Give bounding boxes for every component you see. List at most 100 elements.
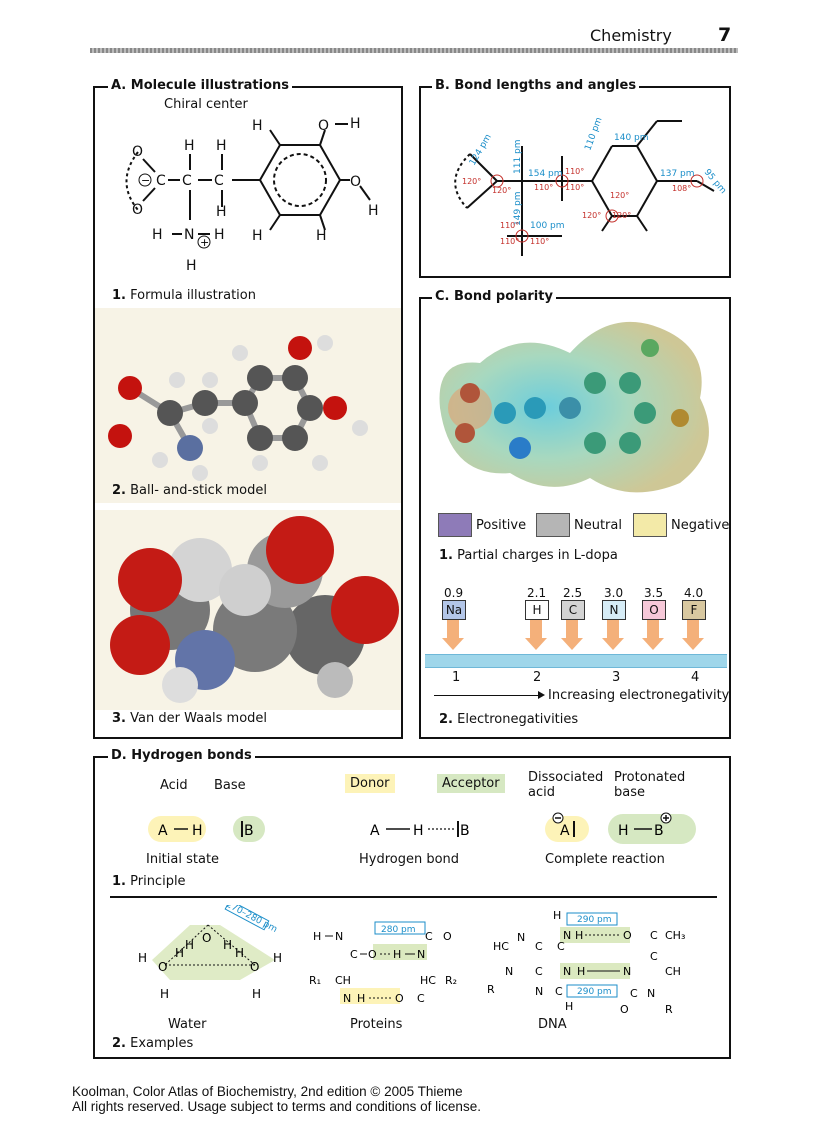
label-complete-reaction: Complete reaction	[545, 852, 665, 867]
panel-d-title: D. Hydrogen bonds	[108, 748, 255, 763]
legend-swatch-positive	[438, 513, 472, 537]
caption-electronegativities: 2. Electronegativities	[439, 712, 579, 727]
en-bar	[425, 654, 727, 668]
svg-text:R₂: R₂	[445, 974, 457, 987]
panel-d-divider	[110, 896, 717, 898]
svg-text:R: R	[487, 983, 495, 996]
en-arrowhead-f	[682, 638, 704, 650]
en-arrowhead-h	[525, 638, 547, 650]
svg-text:149 pm: 149 pm	[513, 191, 523, 226]
caption-principle: 1. Principle	[112, 874, 186, 889]
svg-text:R₁: R₁	[309, 974, 321, 987]
svg-text:H: H	[223, 938, 232, 952]
svg-text:N: N	[417, 948, 425, 961]
element-box-o: O	[642, 600, 666, 620]
scale-tick-1: 1	[452, 670, 461, 685]
svg-text:H: H	[393, 948, 401, 961]
svg-text:H: H	[152, 227, 163, 243]
svg-text:H: H	[313, 930, 321, 943]
svg-text:H: H	[252, 118, 263, 134]
svg-text:N: N	[517, 931, 525, 944]
svg-text:H: H	[252, 987, 261, 1001]
svg-text:H: H	[186, 258, 197, 274]
en-arrowhead-c	[561, 638, 583, 650]
svg-text:110°: 110°	[565, 183, 584, 192]
svg-text:140 pm: 140 pm	[614, 133, 649, 143]
increasing-arrow	[434, 695, 540, 696]
svg-text:270–280 pm: 270–280 pm	[224, 905, 278, 935]
en-value-c: 2.5	[563, 586, 583, 600]
svg-text:H: H	[575, 929, 583, 942]
svg-text:H: H	[350, 116, 361, 132]
label-initial-state: Initial state	[146, 852, 220, 867]
van-der-waals-model	[95, 510, 401, 710]
en-value-h: 2.1	[527, 586, 547, 600]
svg-text:O: O	[443, 930, 452, 943]
scale-tick-2: 2	[533, 670, 542, 685]
caption-formula: 1. Formula illustration	[112, 288, 256, 303]
partial-charges-map	[439, 321, 709, 493]
svg-text:N: N	[335, 930, 343, 943]
svg-text:R: R	[665, 1003, 673, 1015]
svg-text:A: A	[560, 823, 570, 839]
svg-text:C: C	[350, 948, 358, 961]
element-box-c: C	[561, 600, 585, 620]
svg-text:110°: 110°	[500, 237, 519, 246]
svg-text:H: H	[368, 203, 379, 219]
svg-text:110°: 110°	[534, 183, 553, 192]
legend-neutral: Neutral	[536, 513, 622, 537]
svg-text:290 pm: 290 pm	[577, 915, 612, 925]
caption-ball-stick: 2. Ball- and-stick model	[112, 483, 267, 498]
en-arrow-f	[687, 620, 699, 638]
svg-text:A: A	[158, 823, 168, 839]
running-header-title: Chemistry	[590, 26, 672, 45]
svg-text:N: N	[535, 985, 543, 998]
svg-text:H: H	[235, 946, 244, 960]
svg-text:100 pm: 100 pm	[530, 221, 565, 231]
svg-text:108°: 108°	[672, 184, 691, 193]
scale-tick-4: 4	[691, 670, 700, 685]
svg-text:110°: 110°	[500, 221, 519, 230]
en-arrowhead-n	[602, 638, 624, 650]
svg-text:C: C	[156, 173, 166, 189]
label-acceptor: Acceptor	[437, 774, 505, 793]
svg-text:154 pm: 154 pm	[528, 169, 563, 179]
svg-text:O: O	[132, 202, 143, 218]
svg-text:N: N	[343, 992, 351, 1005]
svg-text:120°: 120°	[610, 191, 629, 200]
svg-text:O: O	[368, 948, 377, 961]
en-value-n: 3.0	[604, 586, 624, 600]
en-arrow-o	[647, 620, 659, 638]
chiral-center-label: Chiral center	[164, 97, 248, 112]
svg-text:95 pm: 95 pm	[702, 168, 728, 196]
en-value-na: 0.9	[444, 586, 464, 600]
svg-text:H: H	[185, 938, 194, 952]
svg-text:A: A	[370, 823, 380, 839]
svg-text:O: O	[318, 118, 329, 134]
svg-text:CH: CH	[335, 974, 351, 987]
svg-text:111 pm: 111 pm	[513, 139, 523, 174]
svg-text:H: H	[192, 823, 203, 839]
svg-text:C: C	[417, 992, 425, 1005]
svg-text:CH: CH	[665, 965, 681, 978]
footer-line-2: All rights reserved. Usage subject to te…	[72, 1099, 481, 1114]
svg-text:HC: HC	[420, 974, 436, 987]
increasing-label: Increasing electronegativity	[548, 688, 730, 703]
svg-text:H: H	[316, 228, 327, 244]
svg-text:H: H	[553, 909, 561, 922]
svg-text:H: H	[184, 138, 195, 154]
label-donor: Donor	[345, 774, 395, 793]
element-box-n: N	[602, 600, 626, 620]
legend-negative: Negative	[633, 513, 729, 537]
svg-text:C: C	[650, 950, 658, 963]
svg-text:O: O	[620, 1003, 629, 1015]
svg-text:C: C	[535, 965, 543, 978]
page-number: 7	[718, 24, 732, 46]
svg-text:N: N	[505, 965, 513, 978]
legend-label-neutral: Neutral	[574, 517, 622, 533]
